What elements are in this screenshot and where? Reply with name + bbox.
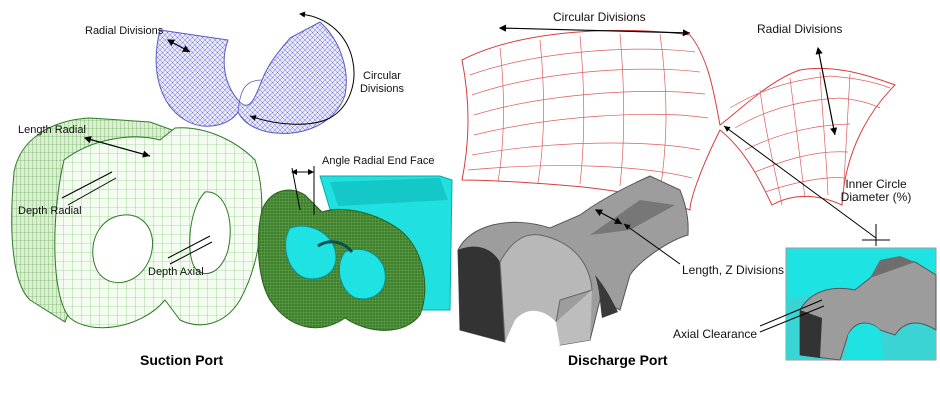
circular-divisions-label-left: Circular Divisions bbox=[352, 70, 412, 96]
axial-clearance-inset bbox=[785, 247, 937, 361]
angle-radial-end-face-label: Angle Radial End Face bbox=[322, 155, 435, 167]
length-radial-label: Length Radial bbox=[18, 124, 86, 136]
axial-clearance-label: Axial Clearance bbox=[673, 327, 758, 341]
length-z-leader bbox=[623, 223, 681, 265]
inner-circle-label-line2: Diameter (%) bbox=[840, 190, 912, 204]
length-radial-arrow bbox=[83, 136, 151, 158]
length-z-divisions-label: Length, Z Divisions bbox=[682, 263, 785, 277]
angle-end-face-leader-a bbox=[291, 167, 301, 211]
radial-divisions-label-right: Radial Divisions bbox=[757, 22, 843, 36]
radial-divisions-arrow-right bbox=[815, 46, 838, 136]
inner-circle-diameter-label: Inner Circle Diameter (%) bbox=[836, 178, 916, 204]
inner-circle-label-line1: Inner Circle bbox=[845, 177, 907, 191]
circular-divisions-label-line2: Divisions bbox=[359, 83, 404, 95]
circular-divisions-label-right: Circular Divisions bbox=[553, 10, 646, 24]
depth-axial-leader-b bbox=[169, 241, 213, 265]
suction-port-caption: Suction Port bbox=[140, 352, 224, 368]
gray-discharge-solid bbox=[457, 175, 689, 346]
radial-divisions-arrow-left bbox=[166, 39, 191, 53]
depth-radial-label: Depth Radial bbox=[18, 205, 82, 217]
axial-clearance-leader-b bbox=[759, 305, 825, 333]
inner-circle-leader bbox=[723, 125, 877, 239]
discharge-port-caption: Discharge Port bbox=[568, 352, 668, 368]
green-suction-port-mesh bbox=[11, 117, 263, 329]
circular-divisions-label-line1: Circular bbox=[363, 70, 401, 82]
radial-divisions-label-left: Radial Divisions bbox=[85, 25, 164, 37]
circular-divisions-arrow-left bbox=[249, 11, 355, 125]
axial-clearance-leader-a bbox=[759, 299, 823, 327]
depth-axial-label: Depth Axial bbox=[148, 266, 204, 278]
depth-radial-leader-a bbox=[61, 171, 113, 199]
depth-radial-leader-b bbox=[67, 177, 117, 206]
green-port-with-cyan-rotors bbox=[257, 175, 453, 331]
depth-axial-leader-a bbox=[167, 235, 211, 259]
length-z-arrow bbox=[594, 209, 623, 225]
circular-divisions-arrow-right bbox=[498, 24, 691, 37]
red-discharge-mesh bbox=[461, 29, 896, 211]
